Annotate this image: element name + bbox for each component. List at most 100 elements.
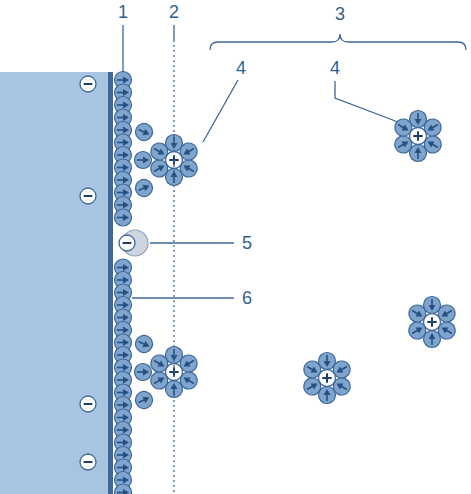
dipole-arrow — [117, 492, 124, 494]
charge-sign — [417, 131, 419, 140]
water-molecule — [166, 135, 183, 152]
molecule-body — [133, 333, 156, 356]
electrode — [0, 72, 110, 494]
dipole-arrowhead — [335, 380, 344, 389]
anion-symbol — [80, 454, 96, 470]
leader-lines — [123, 25, 466, 494]
dipole-arrowhead — [123, 102, 129, 109]
leader-line — [335, 81, 398, 122]
dipole-arrow — [154, 361, 160, 365]
water-molecule — [424, 297, 441, 314]
dipole-arrowhead — [182, 162, 191, 171]
dipole-arrow — [154, 380, 160, 384]
dipole-arrow — [139, 129, 145, 132]
water-molecule — [133, 333, 156, 356]
water-molecule — [133, 121, 156, 144]
dipole-arrow — [188, 361, 194, 365]
dipole-arrow — [117, 417, 124, 419]
dipole-arrowhead — [426, 124, 435, 133]
leader-line — [150, 242, 234, 243]
dipole-arrowhead — [123, 277, 129, 284]
dipole-arrow — [398, 144, 404, 148]
charge-circle — [80, 188, 96, 204]
callout-number: 1 — [116, 2, 130, 22]
dipole-arrow — [117, 442, 124, 444]
dipole-arrowhead — [143, 182, 151, 191]
dipole-arrow — [398, 125, 404, 129]
water-molecule — [410, 145, 427, 162]
dipole-arrow — [117, 142, 124, 144]
water-molecule — [166, 381, 183, 398]
electrode-surface — [108, 72, 113, 494]
dipole-arrowhead — [143, 129, 151, 138]
molecule-body — [135, 152, 152, 169]
dipole-arrowhead — [123, 402, 129, 409]
dipole-arrowhead — [143, 394, 151, 403]
dipole-arrowhead — [123, 427, 129, 434]
dipole-arrowhead — [123, 477, 129, 484]
molecule-body — [424, 297, 441, 314]
molecule-body — [133, 177, 156, 200]
dipole-arrow — [117, 279, 124, 281]
dipole-arrow — [154, 168, 160, 172]
dipole-arrowhead — [416, 324, 425, 333]
molecule-body — [135, 364, 152, 381]
water-molecule — [319, 353, 336, 370]
callout-number: 5 — [240, 233, 254, 253]
dipole-arrowhead — [123, 464, 129, 471]
charge-sign — [123, 242, 132, 244]
dipole-arrow — [117, 192, 124, 194]
dipole-arrowhead — [158, 374, 167, 383]
dipole-arrow — [117, 317, 124, 319]
charge-circle — [119, 235, 135, 251]
molecule-body — [133, 121, 156, 144]
dipole-arrow — [154, 149, 160, 153]
dipole-arrow — [117, 354, 124, 356]
dipole-arrow — [139, 188, 145, 191]
dipole-arrow — [117, 304, 124, 306]
molecule-body — [166, 381, 183, 398]
dipole-arrow — [117, 367, 124, 369]
dipole-arrow — [341, 386, 347, 390]
dipole-arrowhead — [158, 148, 167, 157]
dipole-arrowhead — [123, 214, 129, 221]
charge-sign — [84, 403, 93, 405]
dipole-arrow — [446, 311, 452, 315]
water-molecule — [115, 484, 132, 494]
dipole-arrow — [326, 394, 328, 401]
dipole-arrow — [188, 149, 194, 153]
dipole-arrow — [117, 79, 124, 81]
dipole-arrow — [117, 404, 124, 406]
dipole-arrow — [412, 330, 418, 334]
dipole-arrowhead — [123, 264, 129, 271]
dipole-arrowhead — [158, 360, 167, 369]
dipole-arrowhead — [123, 414, 129, 421]
dipole-arrow — [431, 338, 433, 345]
dipole-arrow — [307, 367, 313, 371]
water-molecule — [133, 177, 156, 200]
dipole-arrowhead — [182, 360, 191, 369]
molecule-body — [410, 111, 427, 128]
dipole-arrowhead — [123, 339, 129, 346]
dipole-arrowhead — [143, 157, 149, 164]
dipole-arrow — [412, 311, 418, 315]
charge-sign — [326, 373, 328, 382]
charge-circle — [410, 128, 427, 145]
dipole-arrow — [431, 299, 433, 306]
dipole-arrow — [117, 167, 124, 169]
charge-circle — [424, 314, 441, 331]
dipole-arrowhead — [123, 139, 129, 146]
dipole-arrowhead — [123, 352, 129, 359]
dipole-arrowhead — [182, 148, 191, 157]
molecule-body — [319, 387, 336, 404]
dipole-arrow — [117, 154, 124, 156]
charge-sign — [84, 461, 93, 463]
dipole-arrow — [117, 204, 124, 206]
dipole-arrowhead — [123, 177, 129, 184]
dipole-arrowhead — [429, 333, 436, 339]
molecule-body — [133, 389, 156, 412]
dipole-arrow — [117, 104, 124, 106]
dipole-arrowhead — [123, 302, 129, 309]
charge-circle — [80, 76, 96, 92]
water-molecule — [410, 111, 427, 128]
